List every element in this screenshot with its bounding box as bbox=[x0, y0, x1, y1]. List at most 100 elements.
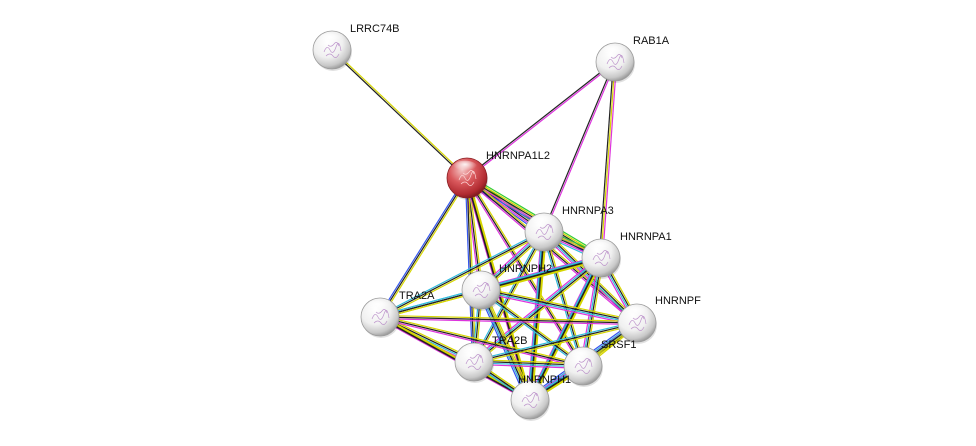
node-hnrnph2[interactable]: HNRNPH2 bbox=[461, 263, 552, 311]
edge-evidence-black bbox=[379, 231, 545, 318]
edge-evidence-magenta bbox=[602, 62, 618, 259]
edge-evidence-yellow bbox=[332, 48, 468, 178]
edge-evidence-yellow bbox=[481, 288, 585, 366]
edge-evidence-cyan bbox=[528, 257, 601, 400]
edge-evidence-magenta bbox=[378, 317, 530, 402]
edge-evidence-magenta bbox=[379, 317, 583, 369]
edge-evidence-magenta bbox=[480, 291, 637, 326]
edge-tra2a-hnrnpf bbox=[379, 314, 638, 326]
edge-evidence-cyan bbox=[527, 231, 544, 400]
edge-evidence-black bbox=[379, 316, 638, 324]
edge-rab1a-hnrnpa1l2 bbox=[466, 60, 616, 180]
node-label: LRRC74B bbox=[350, 23, 400, 35]
node-label: HNRNPA3 bbox=[562, 205, 614, 217]
edge-evidence-black bbox=[530, 258, 603, 401]
node-hnrnpa1l2[interactable]: HNRNPA1L2 bbox=[446, 150, 550, 200]
edge-evidence-black bbox=[481, 258, 602, 292]
node-label: HNRNPA1L2 bbox=[486, 150, 550, 162]
edge-evidence-black bbox=[543, 231, 584, 367]
node-highlight bbox=[587, 241, 611, 254]
edge-evidence-magenta bbox=[467, 62, 616, 180]
node-highlight bbox=[452, 160, 478, 174]
edge-evidence-cyan bbox=[479, 290, 583, 368]
edge-evidence-yellow bbox=[531, 258, 604, 402]
edge-evidence-cyan bbox=[378, 230, 544, 317]
edge-hnrnpa3-srsf1 bbox=[541, 231, 586, 367]
edge-hnrnpa1-bottom bbox=[528, 257, 603, 401]
edge-tra2a-srsf1 bbox=[379, 314, 584, 369]
edge-hnrnpa3-tra2a bbox=[378, 230, 546, 319]
edge-hnrnpf-tra2b bbox=[473, 320, 638, 365]
node-highlight bbox=[318, 33, 342, 46]
node-label: HNRNPH1 bbox=[518, 374, 571, 386]
node-label: HNRNPF bbox=[655, 295, 701, 307]
edge-evidence-yellow bbox=[380, 178, 469, 319]
edge-hnrnpa1l2-tra2a bbox=[378, 176, 469, 319]
edge-hnrnph2-hnrnpf bbox=[480, 287, 638, 326]
edge-evidence-magenta bbox=[480, 255, 601, 289]
node-hnrnph1[interactable]: HNRNPH1 bbox=[510, 374, 571, 421]
node-highlight bbox=[460, 345, 484, 358]
edge-evidence-yellow bbox=[380, 232, 546, 319]
node-label: HNRNPA1 bbox=[620, 231, 672, 243]
node-tra2b[interactable]: TRA2B bbox=[454, 335, 527, 383]
node-srsf1[interactable]: SRSF1 bbox=[563, 339, 636, 387]
edge-evidence-blue bbox=[464, 178, 473, 363]
edge-evidence-black bbox=[331, 50, 467, 180]
node-highlight bbox=[530, 215, 554, 228]
edge-evidence-magenta bbox=[379, 318, 637, 326]
edge-evidence-black bbox=[529, 257, 602, 401]
node-hnrnpa3[interactable]: HNRNPA3 bbox=[524, 205, 614, 253]
edge-evidence-yellow bbox=[530, 258, 603, 401]
edge-evidence-black bbox=[598, 61, 614, 258]
edge-evidence-yellow bbox=[600, 61, 616, 259]
edge-evidence-black bbox=[379, 316, 584, 367]
edge-evidence-yellow bbox=[481, 259, 602, 293]
edge-evidence-cyan bbox=[480, 256, 601, 290]
edge-evidence-yellow bbox=[481, 289, 533, 400]
edge-hnrnph2-srsf1 bbox=[479, 288, 585, 368]
edge-evidence-black bbox=[529, 231, 545, 401]
node-highlight bbox=[467, 273, 491, 286]
edge-evidence-black bbox=[379, 317, 530, 402]
edge-evidence-yellow bbox=[474, 323, 638, 365]
node-label: SRSF1 bbox=[601, 339, 636, 351]
edge-evidence-yellow bbox=[380, 314, 638, 322]
node-highlight bbox=[623, 306, 647, 319]
edge-evidence-yellow bbox=[531, 232, 547, 401]
edge-evidence-yellow bbox=[481, 287, 638, 322]
edge-evidence-cyan bbox=[528, 257, 601, 400]
node-label: HNRNPH2 bbox=[499, 263, 552, 275]
node-highlight bbox=[569, 349, 593, 362]
edge-evidence-cyan bbox=[528, 231, 544, 400]
edge-hnrnpa1-hnrnph2 bbox=[480, 255, 602, 293]
edge-rab1a-hnrnpa3 bbox=[542, 61, 617, 233]
node-layer: LRRC74B RAB1A HNRNPA1L2HNRNPA3HNRNPA1HNRNP… bbox=[312, 23, 701, 421]
edge-evidence-cyan bbox=[473, 320, 637, 362]
node-rab1a[interactable]: RAB1A bbox=[595, 35, 670, 83]
node-lrrc74b[interactable]: LRRC74B bbox=[312, 23, 400, 71]
node-label: RAB1A bbox=[633, 35, 670, 47]
edge-evidence-magenta bbox=[527, 256, 600, 400]
edge-evidence-black bbox=[480, 289, 531, 401]
node-highlight bbox=[601, 45, 625, 58]
edge-evidence-magenta bbox=[544, 62, 617, 233]
node-highlight bbox=[366, 300, 390, 313]
edge-rab1a-hnrnpa1 bbox=[598, 61, 618, 259]
edge-evidence-cyan bbox=[473, 256, 601, 362]
node-hnrnpf[interactable]: HNRNPF bbox=[617, 295, 701, 344]
edge-evidence-black bbox=[379, 177, 468, 318]
edge-evidence-cyan bbox=[480, 290, 637, 325]
edge-hnrnpa1-hnrnph1 bbox=[527, 256, 604, 402]
edge-evidence-yellow bbox=[530, 232, 547, 401]
edge-evidence-black bbox=[542, 61, 615, 232]
node-highlight bbox=[516, 383, 540, 396]
node-label: TRA2B bbox=[492, 335, 527, 347]
edge-evidence-yellow bbox=[544, 231, 586, 366]
node-hnrnpa1[interactable]: HNRNPA1 bbox=[581, 231, 672, 279]
edge-evidence-black bbox=[480, 289, 584, 367]
node-label: TRA2A bbox=[399, 290, 435, 302]
node-tra2a[interactable]: TRA2A bbox=[360, 290, 435, 338]
edge-evidence-black bbox=[481, 288, 638, 323]
